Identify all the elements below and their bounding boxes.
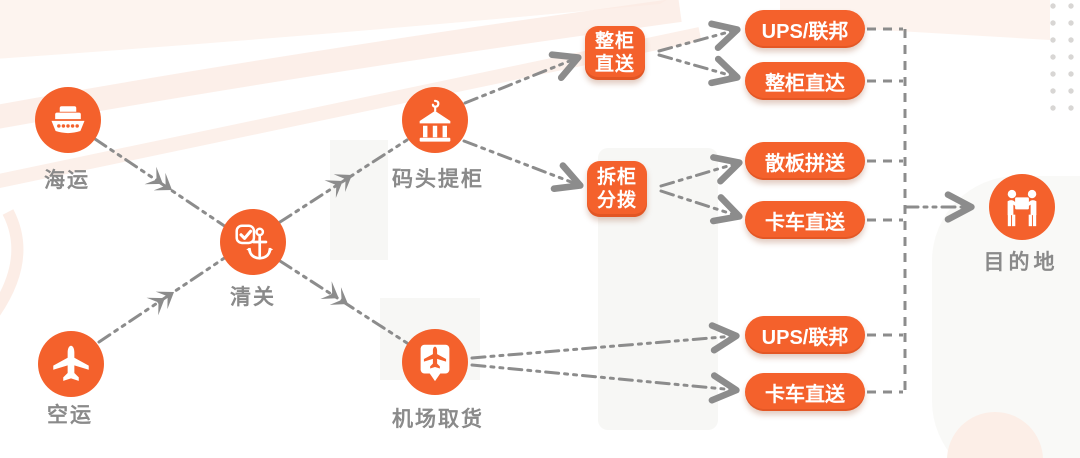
edge-airport-to-ups [470,322,740,360]
left-edge-curve [0,209,24,316]
box-devanning-distribution: 拆柜 分拨 [587,161,647,217]
chevron-sea-customs [144,166,178,199]
pill-pallet-consolidated: 散板拼送 [745,142,865,180]
dot-grid [1050,3,1074,111]
pill-air-ups-fedex: UPS/联邦 [745,316,865,354]
edge-airport-to-truck [470,363,740,404]
airport-pickup-label: 机场取货 [392,408,484,431]
pill-full-container-arrival: 整柜直达 [745,62,865,100]
chevron-air-customs [146,283,180,316]
node-air-freight [38,331,104,397]
chevron-customs-dock [324,166,358,198]
ship-icon [51,106,85,134]
customs-anchor-icon [235,224,274,260]
movers-icon [1007,189,1037,227]
edge-dock-to-devanning [462,139,584,192]
node-destination [989,174,1055,240]
edge-devanning-to-pallet [659,154,743,188]
edge-full-container-to-ups [657,20,741,53]
node-sea-freight [35,87,101,153]
edge-full-container-to-direct [657,53,741,87]
pink-blob [947,412,1043,458]
box-full-container-direct-line2: 直送 [594,54,635,75]
dock-crane-icon [419,99,451,142]
box-full-container-direct-line1: 整柜 [594,30,635,52]
pill-truck-direct-air: 卡车直送 [745,373,865,411]
dock-pickup-label: 码头提柜 [392,168,484,191]
pill-truck-direct-sea: 卡车直送 [745,201,865,239]
pill-sea-ups-fedex: UPS/联邦 [745,10,865,48]
node-customs [220,209,286,275]
plane-icon [53,345,89,381]
watermark-shape [598,148,718,430]
box-full-container-direct: 整柜 直送 [585,26,645,80]
edge-dock-to-full-container [463,51,582,105]
destination-label: 目的地 [983,251,1059,274]
box-devanning-line2: 分拨 [596,190,637,211]
top-swoosh-fill [0,0,667,59]
node-dock-pickup [402,87,468,153]
node-airport-pickup [402,329,468,395]
airport-pin-icon [420,344,450,382]
chevron-customs-airport [320,281,354,313]
box-devanning-line1: 拆柜 [596,166,637,188]
edge-devanning-to-truck [659,189,743,225]
watermark-shape [932,176,1080,458]
customs-label: 清关 [230,286,276,309]
air-freight-label: 空运 [47,404,93,427]
sea-freight-label: 海运 [44,169,90,192]
edge-customs-to-dock [278,138,409,224]
